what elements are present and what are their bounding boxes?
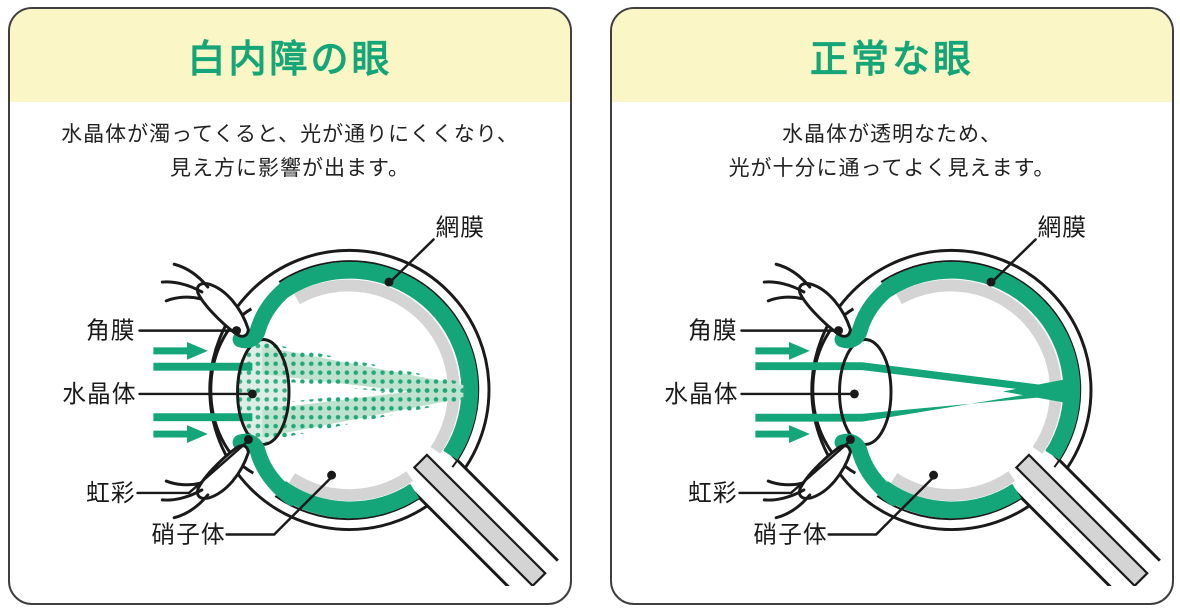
cataract-title: 白内障の眼 bbox=[187, 39, 393, 81]
label-iris: 虹彩 bbox=[86, 435, 253, 507]
scattered-light bbox=[259, 341, 467, 443]
optic-nerve-core bbox=[1014, 453, 1149, 588]
light-beam-top bbox=[153, 362, 253, 371]
optic-nerve-edge-bottom bbox=[406, 484, 522, 600]
cataract-eye-illustration: 網膜 角膜 水晶体 虹彩 bbox=[62, 215, 559, 600]
retina-band-top bbox=[294, 279, 460, 454]
cornea-label-text: 角膜 bbox=[688, 318, 737, 345]
label-vitreous: 硝子体 bbox=[753, 470, 939, 548]
eyelids bbox=[160, 262, 250, 520]
scatter-dots-upper bbox=[259, 341, 467, 400]
label-retina: 網膜 bbox=[384, 215, 485, 287]
lens-label-text: 水晶体 bbox=[664, 381, 738, 408]
light-beam-bottom bbox=[755, 388, 1067, 422]
retina-band-top bbox=[896, 279, 1062, 454]
annotation-labels: 網膜 角膜 水晶体 虹彩 bbox=[664, 215, 1087, 549]
upper-eyelashes bbox=[762, 262, 812, 303]
label-cornea: 角膜 bbox=[86, 318, 241, 345]
lens-label-text: 水晶体 bbox=[62, 381, 136, 408]
optic-nerve bbox=[397, 438, 559, 600]
optic-nerve-edge-bottom bbox=[1008, 484, 1124, 600]
retina-label-text: 網膜 bbox=[1038, 215, 1087, 242]
retina-label-text: 網膜 bbox=[436, 215, 485, 242]
label-iris: 虹彩 bbox=[688, 435, 855, 507]
label-vitreous: 硝子体 bbox=[151, 470, 337, 548]
iris-label-text: 虹彩 bbox=[688, 480, 737, 507]
iris-label-text: 虹彩 bbox=[86, 480, 135, 507]
normal-description-line-1: 水晶体が透明なため、 bbox=[782, 123, 1002, 146]
cataract-description-line-1: 水晶体が濁ってくると、光が通りにくくなり、 bbox=[61, 123, 519, 146]
normal-title: 正常な眼 bbox=[809, 39, 974, 81]
light-arrow-top bbox=[153, 341, 208, 360]
iris-upper bbox=[232, 276, 300, 349]
panel-normal-eye: 正常な眼 水晶体が透明なため、 光が十分に通ってよく見えます。 bbox=[610, 7, 1174, 605]
retina-band-bottom bbox=[288, 471, 414, 502]
cornea-label-text: 角膜 bbox=[86, 318, 135, 345]
upper-eyelid bbox=[195, 282, 250, 338]
normal-description: 水晶体が透明なため、 光が十分に通ってよく見えます。 bbox=[612, 102, 1172, 190]
focus-triangle bbox=[1002, 379, 1067, 403]
normal-header: 正常な眼 bbox=[612, 9, 1172, 102]
cataract-header: 白内障の眼 bbox=[10, 9, 570, 102]
vitreous-label-text: 硝子体 bbox=[753, 521, 827, 548]
normal-eye-illustration: 網膜 角膜 水晶体 虹彩 bbox=[664, 215, 1161, 600]
cataract-description: 水晶体が濁ってくると、光が通りにくくなり、 見え方に影響が出ます。 bbox=[10, 102, 570, 190]
vitreous-label-text: 硝子体 bbox=[151, 521, 225, 548]
upper-eyelid bbox=[797, 282, 852, 338]
optic-nerve bbox=[999, 438, 1161, 600]
lower-eyelid bbox=[195, 444, 250, 500]
retina-band-bottom bbox=[890, 471, 1016, 502]
cataract-eye-diagram: 網膜 角膜 水晶体 虹彩 bbox=[10, 190, 570, 600]
panel-cataract-eye: 白内障の眼 水晶体が濁ってくると、光が通りにくくなり、 見え方に影響が出ます。 bbox=[8, 7, 572, 605]
optic-nerve-edge-top bbox=[444, 446, 559, 562]
upper-eyelashes bbox=[160, 262, 210, 303]
choroid-outline-bottom bbox=[274, 495, 421, 521]
light-beam-top bbox=[755, 362, 1067, 395]
lower-eyelid bbox=[797, 444, 852, 500]
label-lens: 水晶体 bbox=[62, 381, 257, 408]
focused-light bbox=[755, 341, 1067, 443]
iris-upper bbox=[834, 276, 902, 349]
label-cornea: 角膜 bbox=[688, 318, 843, 345]
light-beam-bottom bbox=[153, 413, 253, 422]
light-arrow-top bbox=[755, 341, 810, 360]
cataract-description-line-2: 見え方に影響が出ます。 bbox=[170, 157, 410, 180]
light-arrows bbox=[153, 341, 253, 443]
choroid-band-top bbox=[279, 261, 479, 460]
optic-nerve-edge-top bbox=[1046, 446, 1161, 562]
optic-nerve-core bbox=[412, 453, 547, 588]
light-arrow-bottom bbox=[755, 425, 810, 443]
normal-eye-diagram: 網膜 角膜 水晶体 虹彩 bbox=[612, 190, 1172, 600]
light-arrow-bottom bbox=[153, 425, 208, 443]
label-lens: 水晶体 bbox=[664, 381, 859, 408]
choroid-band-top bbox=[881, 261, 1081, 460]
scatter-dots-lower bbox=[259, 383, 467, 443]
annotation-labels: 網膜 角膜 水晶体 虹彩 bbox=[62, 215, 485, 549]
choroid-outline-bottom bbox=[876, 495, 1023, 521]
normal-description-line-2: 光が十分に通ってよく見えます。 bbox=[728, 157, 1056, 180]
label-retina: 網膜 bbox=[986, 215, 1087, 287]
